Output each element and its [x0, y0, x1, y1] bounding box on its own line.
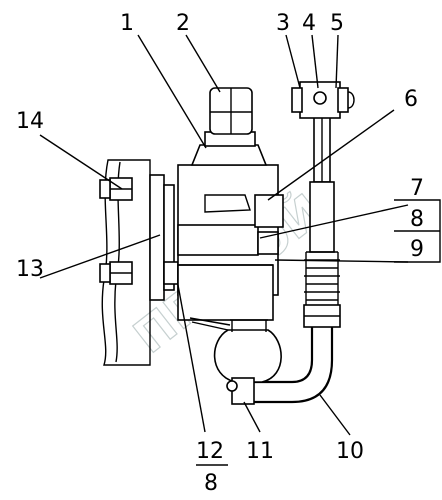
shaft-housing [177, 224, 259, 256]
body-lower [177, 264, 274, 321]
hose [252, 327, 314, 384]
callout-6: 6 [404, 87, 418, 112]
clip [189, 317, 231, 331]
callout-12: 12 [196, 439, 224, 464]
callout-8-upper: 8 [410, 207, 424, 232]
callout-4: 4 [302, 11, 316, 36]
clevis-pin [313, 91, 327, 105]
callout-5: 5 [330, 11, 344, 36]
callout-1: 1 [120, 11, 134, 36]
callout-9: 9 [410, 237, 424, 262]
callout-11: 11 [246, 439, 274, 464]
callout-8-lower: 8 [204, 471, 218, 496]
leader-lines [39, 34, 441, 466]
callout-7: 7 [410, 176, 424, 201]
callout-10: 10 [336, 439, 364, 464]
dome-cover [213, 329, 282, 383]
callout-13: 13 [16, 257, 44, 282]
callout-14: 14 [16, 109, 44, 134]
housing-head [190, 144, 268, 166]
rod-sleeve [309, 181, 335, 253]
callout-2: 2 [176, 11, 190, 36]
flange-nut [163, 261, 179, 285]
clevis-block [254, 194, 284, 228]
callout-3: 3 [276, 11, 290, 36]
